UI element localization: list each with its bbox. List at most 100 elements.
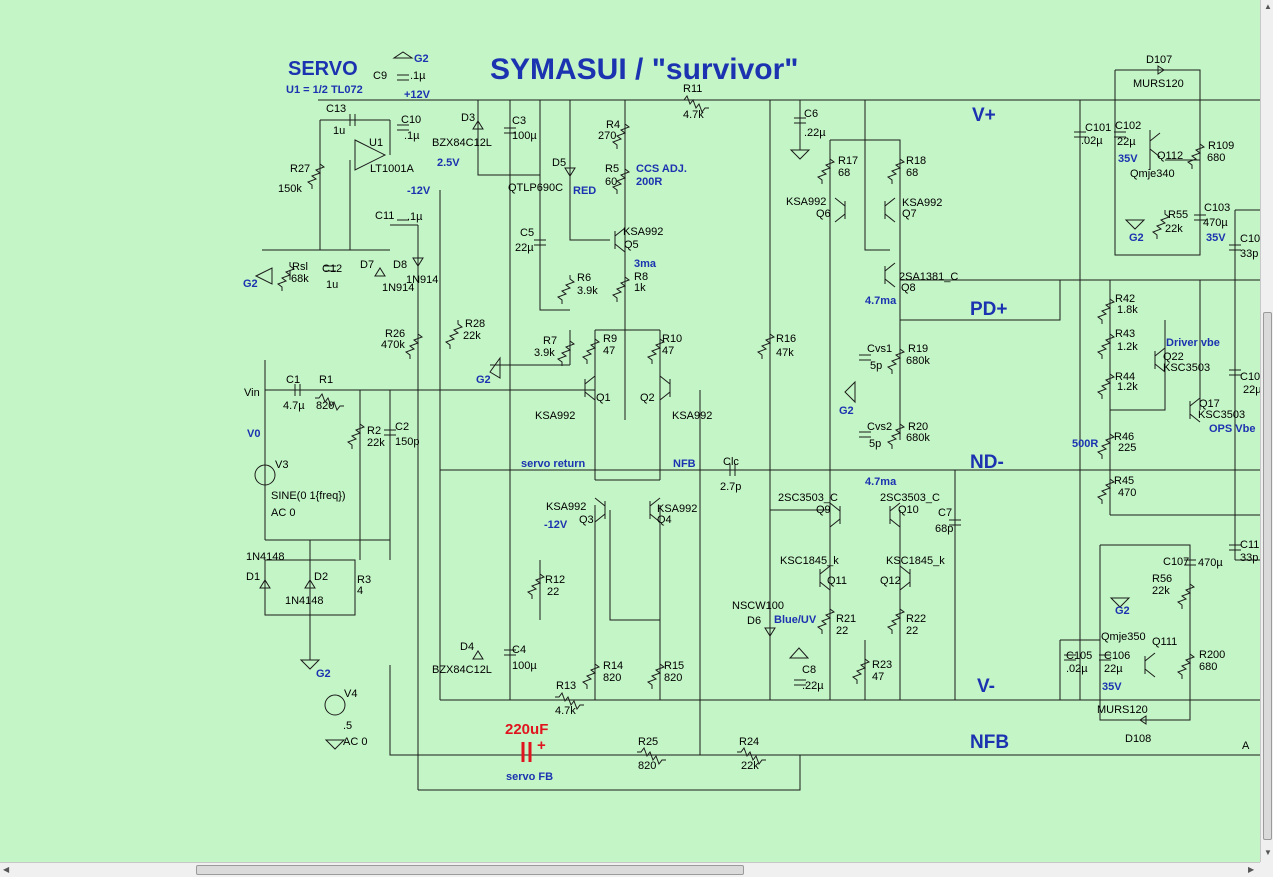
schematic-label: R25: [638, 736, 658, 748]
schematic-label: R12: [545, 574, 565, 586]
resistor-symbol: [526, 570, 546, 599]
servo-note: U1 = 1/2 TL072: [286, 84, 363, 96]
diode-icon: [564, 167, 576, 177]
transistor-symbol: [899, 565, 911, 575]
schematic-label: C2: [395, 421, 409, 433]
wire-22: [389, 665, 1260, 756]
schematic-label: KSA992: [546, 501, 586, 513]
schematic-label: 2.5V: [437, 157, 460, 169]
schematic-canvas[interactable]: C9G2.1µ+12VC131uC10.1µU1R27150kLT1001A-1…: [0, 0, 1260, 862]
schematic-label: C8: [802, 664, 816, 676]
schematic-label: Q6: [816, 208, 831, 220]
transistor-symbol: [649, 497, 661, 507]
schematic-label: R2: [367, 425, 381, 437]
schematic-label: Qmje340: [1130, 168, 1175, 180]
schematic-label: 47: [662, 345, 674, 357]
diode-icon: [1157, 65, 1165, 75]
voltage-source-icon: [324, 694, 346, 716]
wire-66: [1099, 544, 1191, 721]
scroll-right-icon[interactable]: ▶: [1248, 865, 1255, 874]
ground-icon: [489, 356, 501, 379]
horizontal-scroll-thumb[interactable]: [196, 865, 744, 875]
schematic-label: 680: [1207, 152, 1225, 164]
resistor-symbol: [581, 660, 601, 689]
schematic-label: C4: [512, 644, 526, 656]
schematic-label: MURS120: [1133, 78, 1184, 90]
scrollbar-corner: [1260, 862, 1273, 877]
scroll-left-icon[interactable]: ◀: [3, 865, 10, 874]
vertical-scroll-thumb[interactable]: [1263, 312, 1272, 840]
resistor-symbol: [315, 392, 344, 412]
schematic-label: R22: [906, 613, 926, 625]
transistor-symbol: [1144, 652, 1156, 662]
schematic-label: R21: [836, 613, 856, 625]
schematic-label: 47: [603, 345, 615, 357]
transistor-symbol: [614, 227, 626, 237]
schematic-label: OPS Vbe: [1209, 423, 1255, 435]
horizontal-scrollbar[interactable]: ◀ ▶: [0, 862, 1260, 877]
diode-icon: [412, 257, 424, 267]
schematic-label: G2: [476, 374, 491, 386]
resistor-symbol: [1096, 330, 1116, 359]
schematic-label: +12V: [404, 89, 431, 101]
schematic-label: U1: [369, 137, 383, 149]
schematic-label: R11: [683, 83, 702, 95]
resistor-symbol: [637, 746, 666, 766]
schematic-label: C11: [1240, 539, 1259, 551]
schematic-label: D5: [552, 157, 566, 169]
schematic-label: R26: [385, 328, 405, 340]
schematic-label: D1: [246, 571, 260, 583]
schematic-label: C1: [286, 374, 300, 386]
schematic-label: C10: [1240, 233, 1260, 245]
schematic-label: R27: [290, 163, 310, 175]
schematic-label: .1µ: [407, 211, 423, 223]
wire-11: [830, 139, 901, 440]
ground-icon: [392, 51, 414, 59]
schematic-label: C10: [1240, 371, 1260, 383]
schematic-label: .1µ: [410, 70, 426, 82]
schematic-label: C7: [938, 507, 952, 519]
resistor-symbol: [1096, 370, 1116, 399]
resistor-symbol: [556, 275, 576, 304]
schematic-label: KSC3503: [1198, 409, 1245, 421]
schematic-label: Qmje350: [1101, 631, 1146, 643]
schematic-label: D4: [460, 641, 474, 653]
resistor-symbol: [581, 335, 601, 364]
schematic-label: 470µ: [1203, 217, 1228, 229]
net-label-vplus: V+: [972, 105, 996, 126]
transistor-symbol: [884, 262, 896, 272]
schematic-label: Q7: [902, 208, 917, 220]
schematic-label: Q12: [880, 575, 901, 587]
schematic-label: 4.7µ: [283, 400, 305, 412]
schematic-label: 2SC3503_C: [880, 492, 940, 504]
schematic-label: KSC3503: [1163, 362, 1210, 374]
scroll-up-icon[interactable]: ▲: [1264, 2, 1272, 11]
transistor-symbol: [614, 243, 626, 253]
schematic-label: Q3: [579, 514, 594, 526]
schematic-label: 68k: [291, 273, 309, 285]
schematic-label: 68: [906, 167, 918, 179]
schematic-label: Q17: [1199, 398, 1220, 410]
schematic-label: SINE(0 1{freq}): [271, 490, 346, 502]
ground-icon: [789, 149, 811, 160]
wire-16: [900, 280, 1061, 321]
schematic-label: 22: [906, 625, 918, 637]
scroll-down-icon[interactable]: ▼: [1264, 848, 1272, 857]
schematic-label: 22: [547, 586, 559, 598]
schematic-label: R1: [319, 374, 333, 386]
schematic-label: 35V: [1102, 681, 1122, 693]
schematic-label: R9: [603, 333, 617, 345]
vertical-scrollbar[interactable]: ▲ ▼: [1260, 0, 1273, 862]
schematic-label: A: [1242, 740, 1250, 752]
schematic-label: 4: [357, 585, 363, 597]
labels: C9G2.1µ+12VC131uC10.1µU1R27150kLT1001A-1…: [243, 53, 1260, 783]
schematic-label: QTLP690C: [508, 182, 563, 194]
transistor-symbol: [819, 581, 831, 591]
schematic-label: KSA992: [786, 196, 826, 208]
resistor-symbol: [1186, 140, 1206, 169]
transistor-symbol: [1189, 413, 1201, 423]
resistor-symbol: [1096, 430, 1116, 459]
schematic-label: D3: [461, 112, 475, 124]
schematic-label: servo return: [521, 458, 585, 470]
schematic-label: 500R: [1072, 438, 1098, 450]
